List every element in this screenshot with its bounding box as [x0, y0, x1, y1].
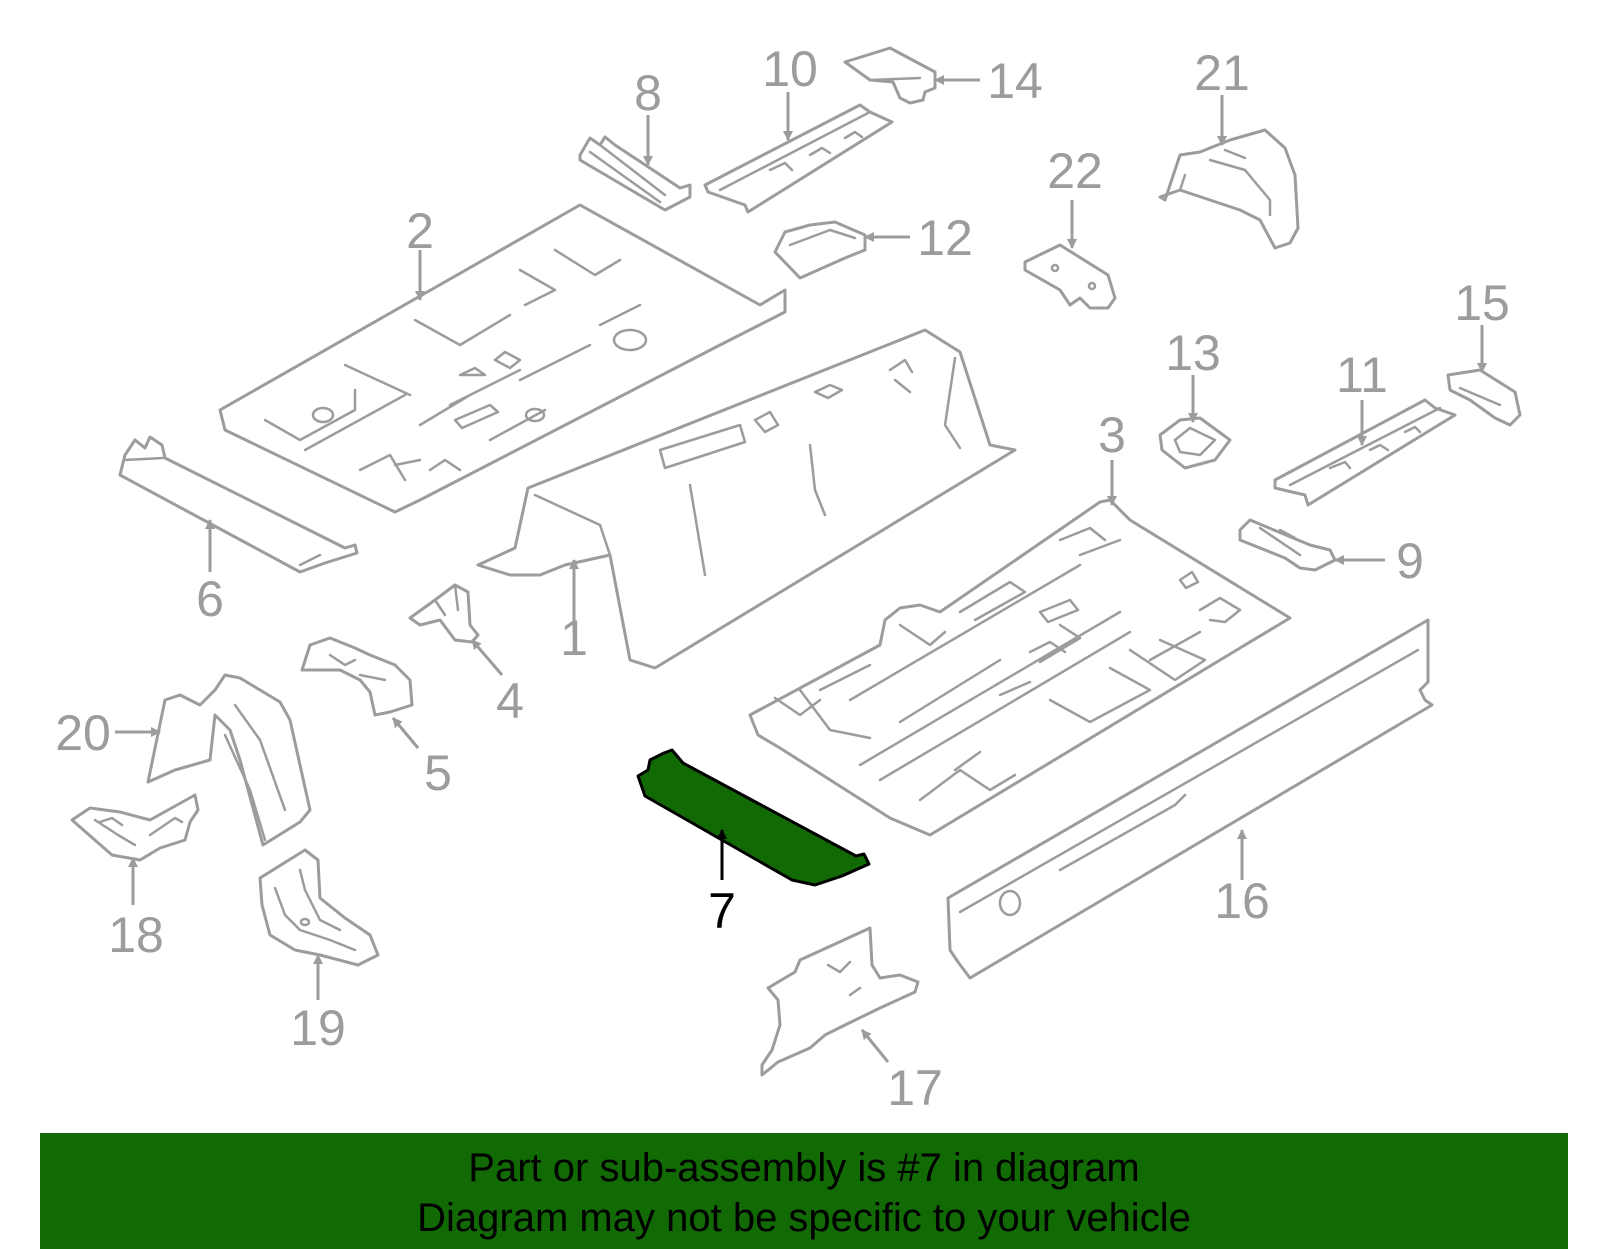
callout-5: 5	[424, 745, 452, 801]
part-3-front-floor-pan[interactable]	[748, 498, 1292, 837]
part-2-rear-floor-pan[interactable]	[218, 203, 787, 514]
callout-11: 11	[1336, 347, 1388, 403]
callout-19: 19	[290, 1000, 346, 1056]
part-4-bracket[interactable]	[408, 583, 480, 644]
callout-21: 21	[1194, 45, 1250, 101]
part-16-rocker[interactable]	[946, 618, 1434, 980]
info-banner: Part or sub-assembly is #7 in diagram Di…	[40, 1133, 1568, 1249]
callout-12: 12	[917, 210, 973, 266]
part-11-rail[interactable]	[1273, 398, 1457, 507]
part-9-bracket[interactable]	[1238, 518, 1337, 572]
callout-9: 9	[1396, 533, 1424, 589]
banner-line-part-number: Part or sub-assembly is #7 in diagram	[468, 1146, 1140, 1190]
part-12-bracket[interactable]	[773, 220, 867, 280]
callout-2: 2	[406, 203, 434, 259]
callout-10: 10	[762, 41, 818, 97]
callout-22: 22	[1047, 143, 1103, 199]
part-20-wheelhouse[interactable]	[146, 673, 312, 847]
callout-8: 8	[634, 65, 662, 121]
part-17-bracket[interactable]	[760, 926, 920, 1077]
callout-1: 1	[560, 610, 588, 666]
part-10-rail[interactable]	[703, 103, 894, 214]
callout-14: 14	[987, 53, 1043, 109]
banner-line-disclaimer: Diagram may not be specific to your vehi…	[417, 1196, 1191, 1240]
part-13-plug[interactable]	[1158, 416, 1232, 470]
callout-7: 7	[708, 883, 736, 939]
callout-4: 4	[496, 673, 524, 729]
part-5-bracket[interactable]	[300, 636, 414, 717]
part-1-tunnel-panel[interactable]	[476, 328, 1017, 670]
part-14-bracket[interactable]	[843, 46, 937, 105]
callout-13: 13	[1165, 325, 1221, 381]
part-7-crossmember-highlighted[interactable]	[636, 748, 871, 887]
part-22-bracket[interactable]	[1023, 243, 1117, 310]
callout-16: 16	[1214, 873, 1270, 929]
part-15-bracket[interactable]	[1446, 368, 1522, 427]
part-6-crossmember[interactable]	[118, 435, 359, 574]
callout-6: 6	[196, 571, 224, 627]
part-21-wheelhouse[interactable]	[1158, 128, 1300, 250]
callout-20: 20	[55, 705, 111, 761]
callout-15: 15	[1454, 275, 1510, 331]
part-18-bracket[interactable]	[70, 793, 200, 862]
callout-18: 18	[108, 907, 164, 963]
callout-3: 3	[1098, 407, 1126, 463]
callout-17: 17	[887, 1060, 943, 1116]
part-8-bracket[interactable]	[578, 135, 692, 212]
part-19-bracket[interactable]	[258, 848, 380, 967]
